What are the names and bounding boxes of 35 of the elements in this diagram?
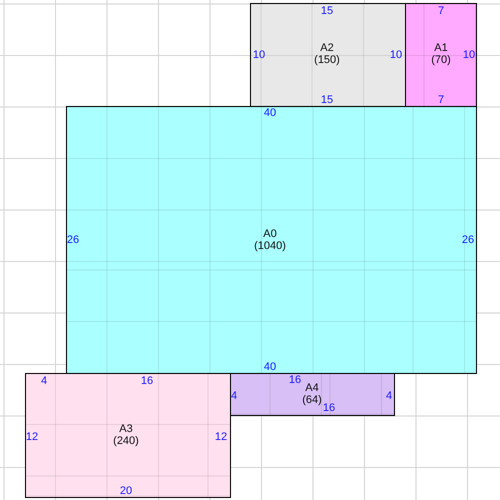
area-value: (70) [431, 54, 451, 66]
dimension-label: 10 [390, 49, 402, 61]
dimension-label: 7 [438, 5, 444, 17]
dimension-label: 4 [386, 390, 392, 402]
area-value: (240) [113, 435, 139, 447]
dimension-label: 26 [66, 234, 80, 246]
dimension-label: 26 [462, 234, 474, 246]
dimension-label: 40 [264, 361, 276, 373]
area-name: A3 [119, 423, 133, 435]
area-value: (64) [302, 394, 322, 406]
area-rectangle [66, 106, 477, 374]
dimension-label: 10 [462, 49, 476, 61]
dimension-label: 12 [214, 431, 228, 443]
area-value: (1040) [254, 240, 286, 252]
dimension-label: 20 [120, 485, 132, 497]
dimension-label: 40 [264, 107, 276, 119]
area-name: A2 [320, 42, 334, 54]
dimension-label: 12 [26, 431, 38, 443]
dimension-label: 7 [438, 94, 444, 106]
area-name: A0 [263, 228, 277, 240]
area-rectangle [25, 373, 231, 498]
area-rectangle [405, 3, 477, 107]
dimension-label: 15 [320, 94, 334, 106]
dimension-label: 16 [140, 375, 154, 387]
dimension-label: 4 [230, 390, 238, 402]
area-rectangle [250, 3, 406, 107]
dimension-label: 10 [252, 49, 266, 61]
dimension-label: 16 [288, 374, 302, 386]
area-name: A1 [434, 42, 448, 54]
dimension-label: 15 [320, 5, 334, 17]
area-name: A4 [305, 382, 319, 394]
dimension-label: 16 [322, 402, 336, 414]
area-value: (150) [314, 54, 340, 66]
area-rectangle [230, 373, 395, 416]
dimension-label: 4 [40, 375, 48, 387]
